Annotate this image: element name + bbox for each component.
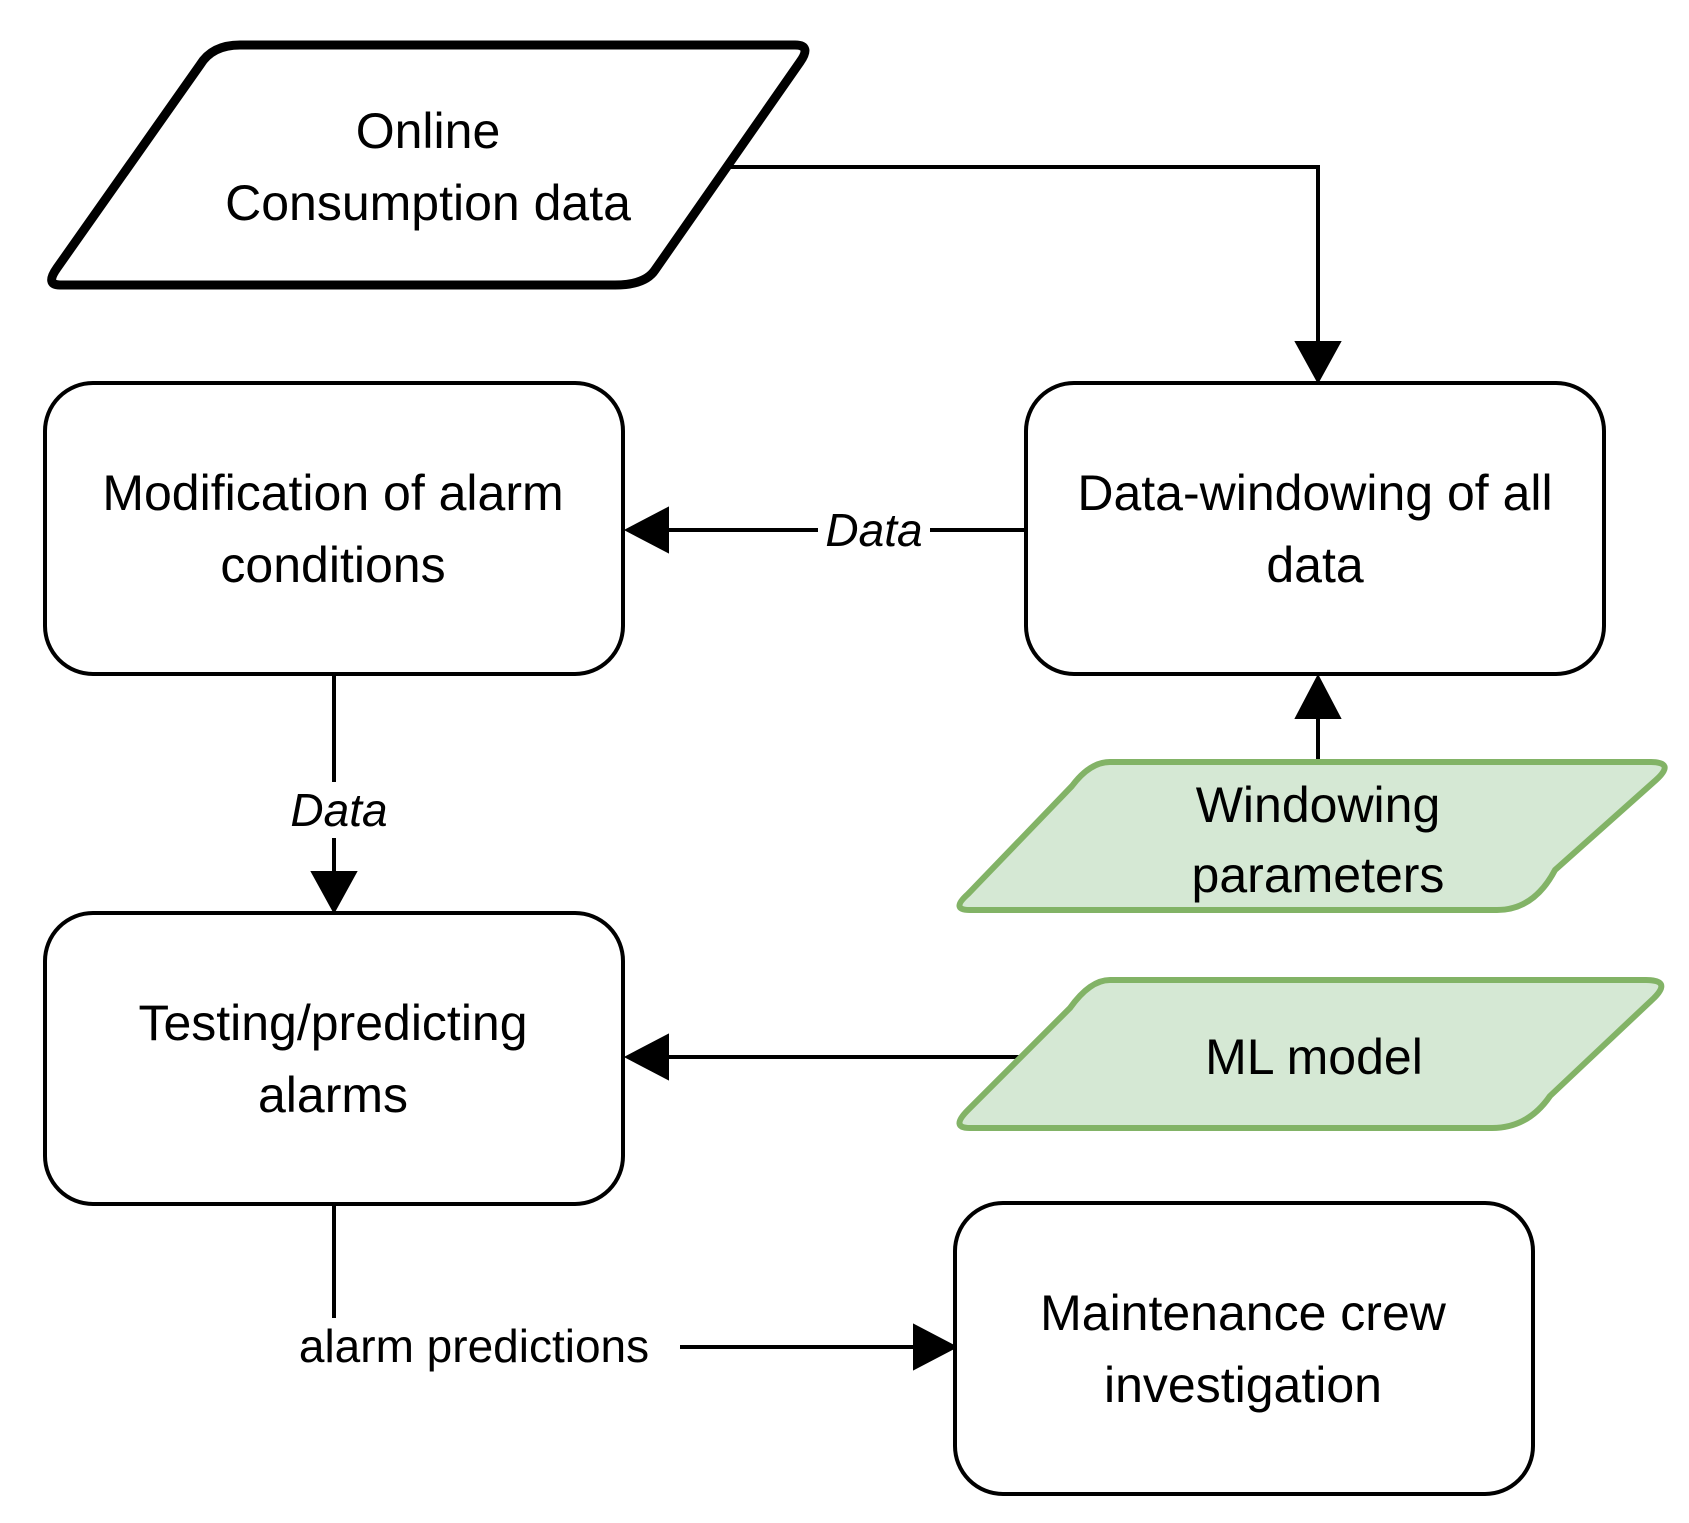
node-label-line2: parameters bbox=[1192, 847, 1445, 903]
edge-mlmodel-to-testing bbox=[623, 1033, 1028, 1081]
arrowhead-icon bbox=[1294, 341, 1342, 385]
process-box bbox=[1024, 381, 1606, 676]
node-label-line1: Testing/predicting bbox=[138, 995, 527, 1051]
node-modification-alarm-conditions: Modification of alarm conditions bbox=[43, 381, 625, 676]
edge-modification-to-testing: Data bbox=[278, 674, 398, 915]
edge-label-data-horizontal: Data bbox=[825, 504, 922, 556]
node-label-line2: investigation bbox=[1104, 1357, 1382, 1413]
edge-label-data-vertical: Data bbox=[290, 784, 387, 836]
edge-label-alarm-predictions: alarm predictions bbox=[299, 1320, 649, 1372]
edge-online-to-windowing bbox=[725, 165, 1342, 385]
arrowhead-icon bbox=[913, 1323, 959, 1371]
node-testing-predicting-alarms: Testing/predicting alarms bbox=[43, 911, 625, 1206]
edge-windowing-to-modification: Data bbox=[623, 502, 1025, 558]
process-box bbox=[43, 911, 625, 1206]
node-ml-model: ML model bbox=[956, 977, 1665, 1131]
process-box bbox=[953, 1201, 1535, 1496]
node-online-consumption-data: Online Consumption data bbox=[47, 40, 810, 290]
node-data-windowing: Data-windowing of all data bbox=[1024, 381, 1606, 676]
data-input-shape bbox=[956, 759, 1668, 913]
arrowhead-icon bbox=[1294, 673, 1342, 719]
node-label-line2: data bbox=[1266, 537, 1364, 593]
process-box bbox=[43, 381, 625, 676]
node-label-line1: Windowing bbox=[1196, 777, 1441, 833]
edge-testing-to-maintenance: alarm predictions bbox=[268, 1206, 959, 1376]
node-label-line1: ML model bbox=[1205, 1029, 1423, 1085]
data-input-shape bbox=[47, 40, 810, 290]
arrowhead-icon bbox=[623, 506, 669, 554]
node-windowing-parameters: Windowing parameters bbox=[956, 759, 1668, 913]
node-label-line1: Data-windowing of all bbox=[1077, 465, 1552, 521]
node-label-line2: Consumption data bbox=[225, 175, 631, 231]
arrowhead-icon bbox=[310, 871, 358, 915]
node-label-line2: conditions bbox=[220, 537, 445, 593]
node-label-line1: Online bbox=[356, 103, 501, 159]
node-label-line1: Maintenance crew bbox=[1040, 1285, 1447, 1341]
node-label-line1: Modification of alarm bbox=[102, 465, 563, 521]
arrowhead-icon bbox=[623, 1033, 669, 1081]
edge-params-to-windowing bbox=[1294, 673, 1342, 760]
node-maintenance-crew-investigation: Maintenance crew investigation bbox=[953, 1201, 1535, 1496]
node-label-line2: alarms bbox=[258, 1067, 408, 1123]
data-input-shape bbox=[956, 977, 1665, 1131]
